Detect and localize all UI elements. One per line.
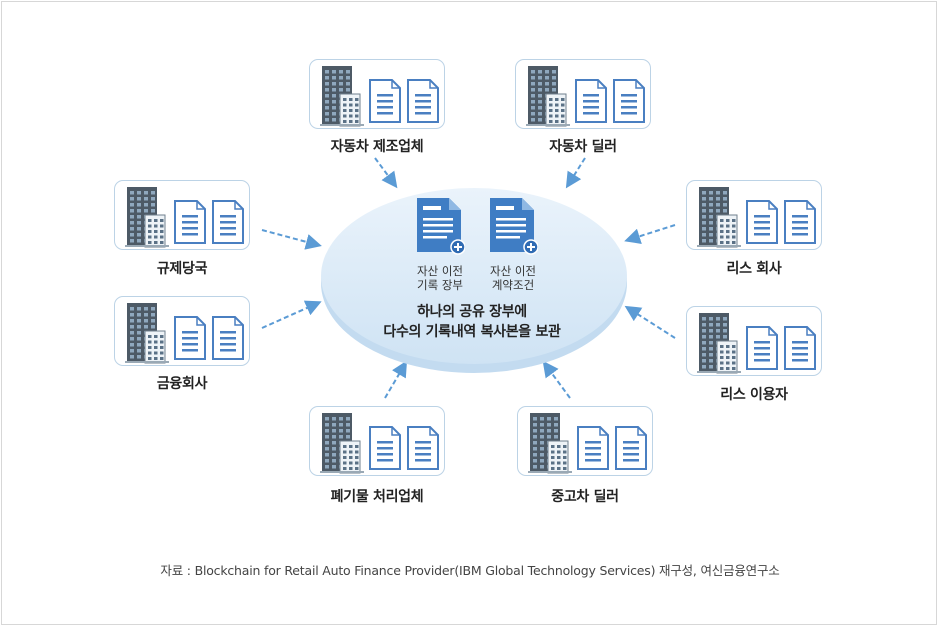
node-used-car-dealer bbox=[517, 406, 653, 476]
node-financial-company bbox=[114, 296, 250, 366]
node-disposal-company bbox=[309, 406, 445, 476]
arrow-lease-company bbox=[624, 224, 676, 244]
node-car-dealer bbox=[515, 59, 651, 129]
arrow-car-dealer bbox=[565, 157, 586, 189]
label-financial-company: 금융회사 bbox=[156, 376, 208, 392]
building-documents-icon bbox=[320, 66, 439, 127]
contract-document-icon bbox=[490, 198, 538, 255]
source-note: 자료 : Blockchain for Retail Auto Finance … bbox=[160, 563, 780, 578]
ledger-doc-label-line2: 기록 장부 bbox=[417, 278, 463, 292]
label-disposal-company: 폐기물 처리업체 bbox=[330, 489, 424, 505]
building-documents-icon bbox=[125, 303, 244, 364]
building-documents-icon bbox=[697, 187, 816, 248]
center-text-line2: 다수의 기록내역 복사본을 보관 bbox=[383, 324, 561, 340]
ledger-document-icon bbox=[417, 198, 465, 255]
ledger-doc-label-line1: 자산 이전 bbox=[417, 264, 463, 278]
label-used-car-dealer: 중고차 딜러 bbox=[551, 489, 619, 505]
building-documents-icon bbox=[125, 187, 244, 248]
label-lease-user: 리스 이용자 bbox=[720, 387, 788, 403]
contract-doc-label-line2: 계약조건 bbox=[491, 278, 535, 292]
building-documents-icon bbox=[528, 413, 647, 474]
arrow-used-car-dealer bbox=[542, 360, 571, 399]
label-car-maker: 자동차 제조업체 bbox=[330, 139, 424, 155]
arrow-disposal-company bbox=[384, 360, 408, 399]
label-lease-company: 리스 회사 bbox=[726, 261, 782, 277]
building-documents-icon bbox=[697, 313, 816, 374]
label-car-dealer: 자동차 딜러 bbox=[549, 139, 617, 155]
node-regulator bbox=[114, 180, 250, 250]
arrow-financial-company bbox=[261, 300, 322, 329]
arrow-lease-user bbox=[624, 305, 676, 339]
label-regulator: 규제당국 bbox=[156, 261, 208, 277]
node-car-maker bbox=[309, 59, 445, 129]
center-text-line1: 하나의 공유 장부에 bbox=[417, 304, 527, 320]
node-lease-user bbox=[686, 306, 822, 376]
ledger-doc-label: 자산 이전 기록 장부 bbox=[395, 264, 485, 292]
contract-doc-label: 자산 이전 계약조건 bbox=[468, 264, 558, 292]
arrow-car-maker bbox=[374, 157, 398, 189]
arrow-regulator bbox=[261, 229, 322, 250]
building-documents-icon bbox=[320, 413, 439, 474]
contract-doc-label-line1: 자산 이전 bbox=[490, 264, 536, 278]
node-lease-company bbox=[686, 180, 822, 250]
building-documents-icon bbox=[526, 66, 645, 127]
